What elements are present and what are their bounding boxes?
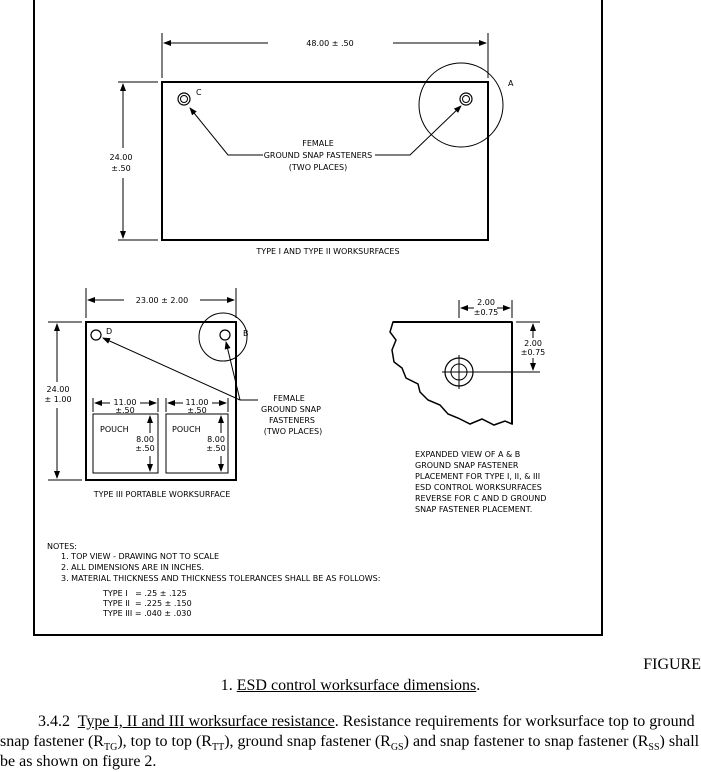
height-dimension: 24.00 — [110, 153, 133, 162]
portable-height-tolerance: ± 1.00 — [44, 395, 71, 404]
pouch-right-width-tol: ±.50 — [187, 406, 206, 415]
type-i-ii-worksurface: 48.00 ± .50 24.00 ±.50 C A FEMALE GROUND… — [110, 33, 514, 256]
sub-gs: GS — [390, 742, 404, 754]
para-text-3: ), ground snap fastener (R — [224, 733, 391, 750]
expanded-dim-x: 2.00 — [477, 298, 495, 307]
portable-fastener-note-1: FEMALE — [273, 394, 305, 403]
section-heading: Type I, II and III worksurface resistanc… — [77, 713, 335, 730]
snap-fastener-d — [90, 329, 102, 341]
fastener-note-line1: FEMALE — [302, 139, 334, 148]
figure-period: . — [476, 677, 481, 694]
portable-height-dimension: 24.00 — [47, 385, 70, 394]
pouch-left — [92, 413, 159, 474]
figure-caption: 1. ESD control worksurface dimensions. — [0, 677, 701, 695]
detail-circle-b — [198, 312, 248, 362]
para-text-4: ) and snap fastener to snap fastener (R — [403, 733, 649, 750]
snap-fastener-a — [459, 92, 473, 106]
worksurface-outline — [161, 81, 489, 241]
thickness-type-ii: TYPE II = .225 ± .150 — [102, 599, 192, 608]
heading-period: . — [334, 713, 339, 730]
pouch-left-height-tol: ±.50 — [135, 444, 154, 453]
width-dimension: 48.00 ± .50 — [306, 39, 353, 48]
section-paragraph: 3.4.2 Type I, II and III worksurface res… — [0, 712, 701, 772]
para-text-2: ), top to top (R — [117, 733, 212, 750]
expanded-dim-x-tol: ±0.75 — [474, 308, 499, 317]
fastener-note-line2: GROUND SNAP FASTENERS — [264, 151, 373, 160]
label-d: D — [106, 327, 112, 336]
pouch-left-label: POUCH — [100, 425, 129, 434]
expanded-caption-6: SNAP FASTENER PLACEMENT. — [415, 505, 532, 514]
expanded-caption-1: EXPANDED VIEW OF A & B — [415, 450, 520, 459]
detail-circle-a — [418, 62, 504, 148]
notes-heading: NOTES: — [47, 542, 77, 551]
portable-fastener-note-2: GROUND SNAP — [261, 405, 321, 414]
pouch-left-height: 8.00 — [136, 435, 154, 444]
portable-fastener-note-4: (TWO PLACES) — [264, 427, 322, 436]
figure-number: 1. — [220, 677, 233, 694]
pouch-right — [165, 413, 229, 474]
snap-fastener-c — [177, 92, 191, 106]
expanded-corner-outline — [389, 321, 513, 426]
expanded-caption-3: PLACEMENT FOR TYPE I, II, & III — [415, 472, 540, 481]
pouch-left-width-tol: ±.50 — [115, 406, 134, 415]
figure-label: FIGURE — [643, 656, 701, 673]
pouch-right-label: POUCH — [172, 425, 201, 434]
pouch-right-width: 11.00 — [186, 398, 209, 407]
expanded-dim-y-tol: ±0.75 — [521, 348, 546, 357]
pouch-right-height: 8.00 — [207, 435, 225, 444]
fastener-note-line3: (TWO PLACES) — [289, 163, 347, 172]
note-1: 1. TOP VIEW - DRAWING NOT TO SCALE — [61, 552, 219, 561]
height-tolerance: ±.50 — [111, 164, 130, 173]
para-text-5: ) shall be as shown on figure 2. — [0, 733, 700, 770]
snap-fastener-b — [219, 329, 231, 341]
pouch-right-height-tol: ±.50 — [206, 444, 225, 453]
sub-ss: SS — [648, 742, 660, 754]
drawing-notes: NOTES: 1. TOP VIEW - DRAWING NOT TO SCAL… — [47, 542, 380, 618]
para-text-1: Resistance requirements for worksurface … — [0, 713, 695, 750]
label-c: C — [196, 88, 202, 97]
thickness-type-i: TYPE I = .25 ± .125 — [102, 589, 187, 598]
sub-tt: TT — [211, 742, 225, 754]
portable-worksurface-outline — [85, 321, 237, 481]
note-3: 3. MATERIAL THICKNESS AND THICKNESS TOLE… — [61, 574, 380, 583]
portable-fastener-note-3: FASTENERS — [269, 416, 315, 425]
label-b: B — [243, 329, 249, 338]
pouch-left-width: 11.00 — [114, 398, 137, 407]
sub-tg: TG — [103, 742, 118, 754]
engineering-drawing: 48.00 ± .50 24.00 ±.50 C A FEMALE GROUND… — [44, 33, 546, 618]
type-iii-worksurface: 23.00 ± 2.00 24.00 ± 1.00 D B FEMALE GRO… — [44, 288, 322, 499]
worksurface-caption: TYPE I AND TYPE II WORKSURFACES — [255, 247, 399, 256]
expanded-caption-5: REVERSE FOR C AND D GROUND — [415, 494, 546, 503]
label-a: A — [508, 79, 514, 88]
expanded-caption-4: ESD CONTROL WORKSURFACES — [415, 483, 542, 492]
expanded-dim-y: 2.00 — [524, 339, 542, 348]
portable-worksurface-caption: TYPE III PORTABLE WORKSURFACE — [93, 490, 231, 499]
figure-title: ESD control worksurface dimensions — [236, 677, 477, 694]
note-2: 2. ALL DIMENSIONS ARE IN INCHES. — [61, 563, 204, 572]
section-number: 3.4.2 — [38, 713, 70, 730]
portable-width-dimension: 23.00 ± 2.00 — [136, 296, 189, 305]
expanded-view: 2.00 ±0.75 2.00 ±0.75 EXPANDED VIEW OF A… — [389, 298, 546, 514]
thickness-type-iii: TYPE III = .040 ± .030 — [102, 609, 191, 618]
expanded-caption-2: GROUND SNAP FASTENER — [415, 461, 519, 470]
figure-frame — [33, 0, 603, 636]
